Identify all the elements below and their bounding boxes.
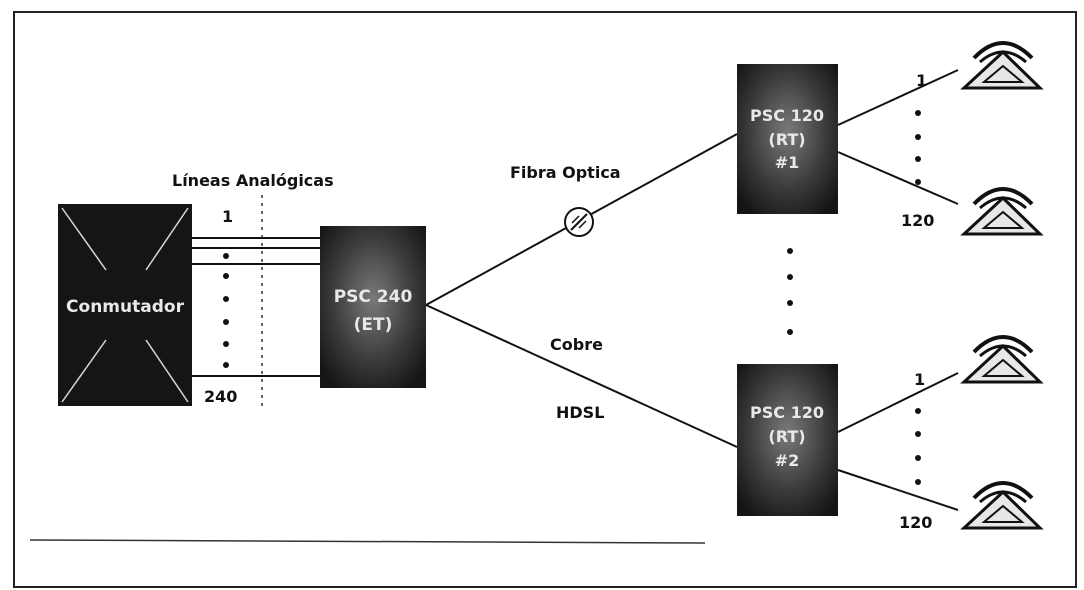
switch-label: Conmutador bbox=[66, 297, 185, 317]
rt1-dots bbox=[915, 110, 921, 185]
et-unit: PSC 240 (ET) bbox=[320, 226, 426, 388]
rt-unit-2-line3: #2 bbox=[775, 451, 800, 470]
rt-unit-1: PSC 120 (RT) #1 bbox=[737, 64, 838, 214]
switch-box: Conmutador bbox=[58, 204, 192, 406]
telephone-icon bbox=[960, 187, 1044, 236]
analog-dots bbox=[223, 253, 229, 368]
rt2-last-label: 120 bbox=[899, 513, 932, 532]
rt-separator-dots bbox=[787, 248, 793, 335]
rt2-first-label: 1 bbox=[914, 370, 925, 389]
rt-unit-2-line2: (RT) bbox=[768, 427, 805, 446]
hdsl-label: HDSL bbox=[556, 403, 604, 422]
rt2-dots bbox=[915, 408, 921, 485]
rt-unit-1-line3: #1 bbox=[775, 153, 800, 172]
telephone-icon bbox=[960, 41, 1044, 90]
rt-unit-2: PSC 120 (RT) #2 bbox=[737, 364, 838, 516]
rt1-subscriber-lines bbox=[837, 69, 959, 205]
outer-frame bbox=[13, 11, 1077, 588]
line-first-label: 1 bbox=[222, 207, 233, 226]
copper-label: Cobre bbox=[550, 335, 603, 354]
rt2-subscriber-lines bbox=[837, 372, 959, 511]
rt-unit-2-line1: PSC 120 bbox=[750, 403, 824, 422]
et-unit-line2: (ET) bbox=[354, 315, 393, 335]
analog-lines bbox=[192, 237, 320, 377]
rt-unit-1-line1: PSC 120 bbox=[750, 106, 824, 125]
fiber-optic-icon bbox=[564, 207, 594, 237]
copper-link bbox=[425, 304, 738, 448]
bottom-divider bbox=[29, 539, 706, 544]
rt1-first-label: 1 bbox=[916, 71, 927, 90]
rt-unit-1-line2: (RT) bbox=[768, 130, 805, 149]
telephone-icon bbox=[960, 481, 1044, 530]
line-last-label: 240 bbox=[204, 387, 237, 406]
analog-lines-label: Líneas Analógicas bbox=[172, 171, 334, 190]
rt1-last-label: 120 bbox=[901, 211, 934, 230]
fiber-label: Fibra Optica bbox=[510, 163, 621, 182]
et-unit-line1: PSC 240 bbox=[334, 287, 413, 307]
telephone-icon bbox=[960, 335, 1044, 384]
